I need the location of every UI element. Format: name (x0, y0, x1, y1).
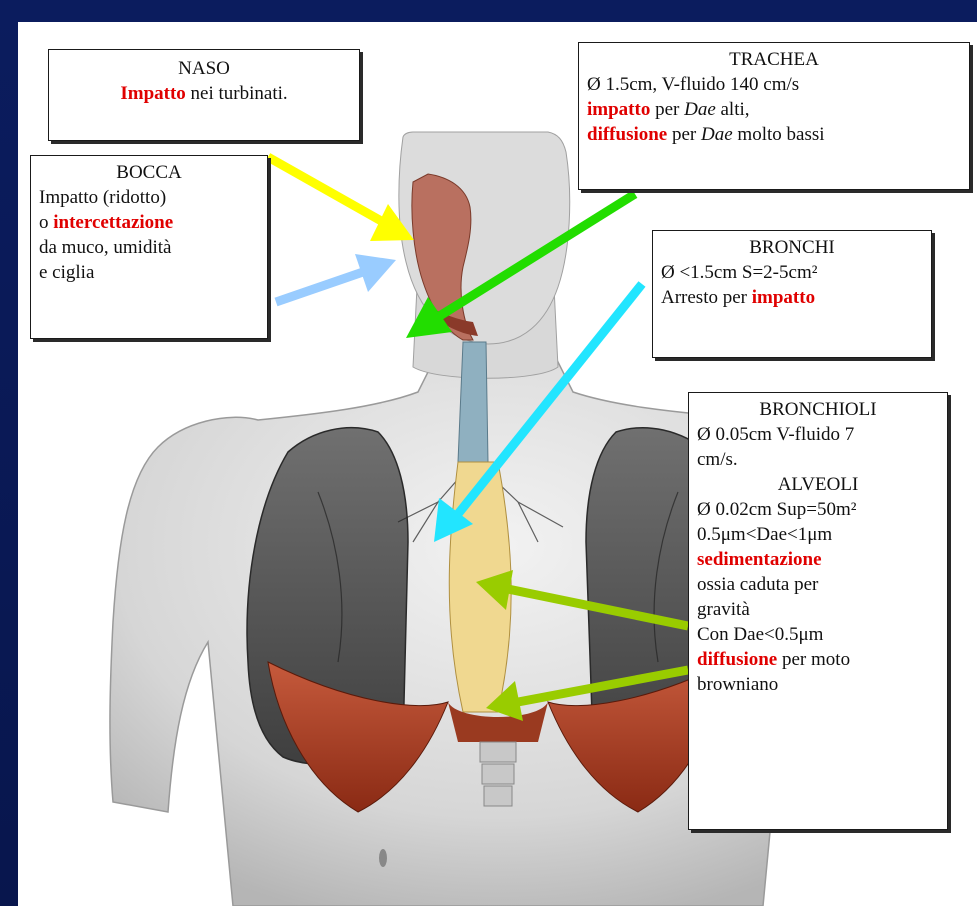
spine (480, 742, 516, 806)
bronchioli-line-2: cm/s. (697, 447, 939, 472)
navel (379, 849, 387, 867)
alveoli-line-8: browniano (697, 672, 939, 697)
diagram-canvas: NASO Impatto nei turbinati. BOCCA Impatt… (18, 22, 977, 906)
trachea-title: TRACHEA (587, 47, 961, 72)
label-box-bronchioli-alveoli: BRONCHIOLI Ø 0.05cm V-fluido 7 cm/s. ALV… (688, 392, 948, 830)
arrow-naso (268, 157, 414, 241)
bronchi-emphasis: impatto (752, 287, 815, 308)
naso-text: nei turbinati. (186, 83, 288, 104)
bocca-emphasis: intercettazione (53, 212, 173, 233)
label-box-bronchi: BRONCHI Ø <1.5cm S=2-5cm² Arresto per im… (652, 230, 932, 358)
naso-title: NASO (57, 56, 351, 81)
alveoli-line-6: Con Dae<0.5μm (697, 622, 939, 647)
label-box-bocca: BOCCA Impatto (ridotto) o intercettazion… (30, 155, 268, 339)
bronchi-title: BRONCHI (661, 235, 923, 260)
naso-emphasis: Impatto (120, 83, 185, 104)
alveoli-line-5: gravità (697, 597, 939, 622)
trachea-emphasis-1: impatto (587, 99, 650, 120)
alveoli-emphasis-diffusione: diffusione (697, 649, 777, 670)
alveoli-line-1: Ø 0.02cm Sup=50m² (697, 497, 939, 522)
bronchioli-line-1: Ø 0.05cm V-fluido 7 (697, 422, 939, 447)
bocca-title: BOCCA (39, 160, 259, 185)
bocca-line-1: Impatto (ridotto) (39, 185, 259, 210)
alveoli-emphasis-sedimentazione: sedimentazione (697, 547, 939, 572)
trachea-line-1: Ø 1.5cm, V-fluido 140 cm/s (587, 72, 961, 97)
alveoli-line-4: ossia caduta per (697, 572, 939, 597)
bocca-line-3: da muco, umidità (39, 235, 259, 260)
bronchioli-title: BRONCHIOLI (697, 397, 939, 422)
trachea-emphasis-2: diffusione (587, 124, 667, 145)
trachea-shape (458, 342, 488, 462)
bocca-line-4: e ciglia (39, 260, 259, 285)
label-box-trachea: TRACHEA Ø 1.5cm, V-fluido 140 cm/s impat… (578, 42, 970, 190)
arrow-bocca (276, 254, 396, 302)
alveoli-line-2: 0.5μm<Dae<1μm (697, 522, 939, 547)
bronchi-line-1: Ø <1.5cm S=2-5cm² (661, 260, 923, 285)
label-box-naso: NASO Impatto nei turbinati. (48, 49, 360, 141)
alveoli-title: ALVEOLI (697, 472, 939, 497)
